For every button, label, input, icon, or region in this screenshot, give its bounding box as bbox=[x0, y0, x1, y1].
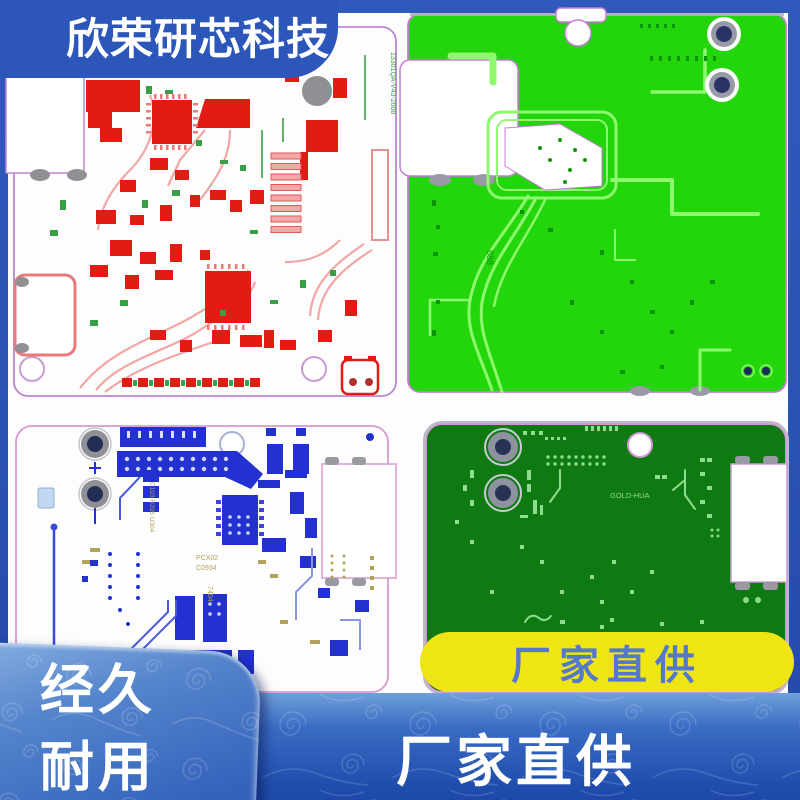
board-island-label: 888 bbox=[485, 250, 495, 265]
durability-badge: 经久 耐用 bbox=[0, 640, 262, 800]
brand-name: 欣荣研芯科技 bbox=[66, 16, 330, 64]
silkscreen-label: C103 R205 U304 bbox=[148, 482, 155, 533]
silkscreen-label: PCX02 bbox=[196, 555, 218, 562]
durability-text: 经久 耐用 bbox=[39, 660, 156, 797]
bottom-banner-label: 厂家直供 bbox=[396, 730, 636, 793]
silkscreen-label: GOLD-HUA bbox=[610, 491, 650, 500]
pcb-photo-blue-layout: PCX02 C0934 C103 R205 U304 7404 bbox=[15, 425, 397, 693]
pcb-photo-green-layout: 888 bbox=[399, 7, 787, 396]
cloud-swirl-pattern bbox=[0, 640, 262, 800]
ribbon-label: 厂家直供 bbox=[511, 644, 703, 688]
brand-banner: 欣荣研芯科技 bbox=[0, 0, 338, 78]
board-side-label: 13301QA-V43-2008 bbox=[389, 52, 396, 114]
factory-direct-ribbon: 厂家直供 bbox=[420, 632, 794, 692]
pcb-photo-darkgreen-layout: GOLD-HUA bbox=[423, 421, 789, 695]
silkscreen-label: 7404 bbox=[206, 586, 213, 602]
silkscreen-label: C0934 bbox=[196, 565, 217, 572]
